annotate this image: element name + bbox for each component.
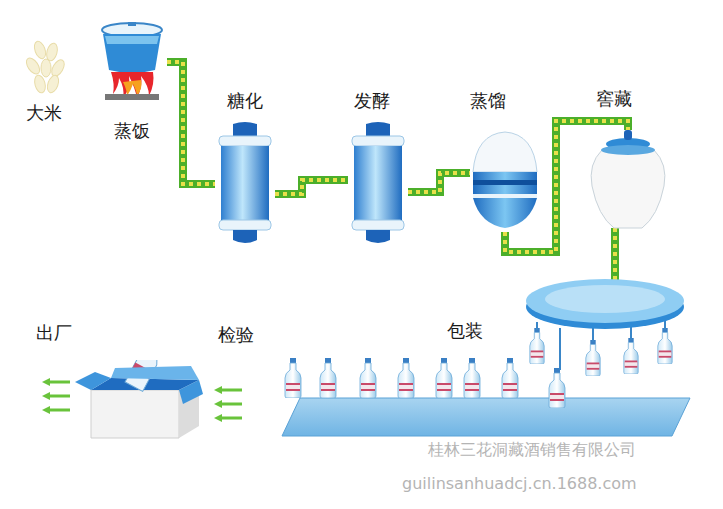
still-sphere (470, 128, 540, 232)
step-label: 糖化 (227, 90, 263, 112)
pipe-body (408, 173, 470, 192)
step-label: 发酵 (354, 90, 390, 112)
step-label: 窖藏 (596, 88, 632, 110)
dispatch-label: 出厂 (36, 322, 72, 344)
shipping-box (75, 360, 205, 440)
cellar-jar: 窖藏 (588, 130, 668, 230)
tank-shape (348, 122, 408, 246)
tank-shape (215, 122, 275, 246)
raw-material-label: 大米 (26, 102, 62, 124)
pipe-body (275, 180, 348, 194)
filler-disk (525, 275, 685, 331)
in-arrows (214, 386, 242, 422)
step-label: 检验 (218, 324, 254, 346)
storage-jar (588, 130, 668, 230)
watermark: guilinsanhuadcj.cn.1688.com (402, 474, 637, 493)
pipe (615, 228, 616, 281)
pipe-stripe (275, 180, 348, 194)
steamer: 蒸饭 (97, 22, 167, 102)
pipe-stripe (408, 173, 470, 192)
pipe-body (611, 228, 619, 281)
step-label: 包装 (447, 320, 483, 342)
pipe (275, 180, 348, 194)
rice-grains (24, 40, 67, 94)
watermark: 桂林三花洞藏酒销售有限公司 (428, 440, 636, 461)
step-label: 蒸饭 (95, 120, 169, 142)
out-arrows (42, 378, 70, 414)
packing-station: 包装 (525, 275, 685, 331)
pipe-stripe (613, 228, 617, 281)
pipe (408, 173, 470, 192)
pipe-stripe (167, 62, 215, 184)
ferment-tank: 发酵 (348, 122, 408, 246)
inspection-box: 检验 (75, 360, 205, 440)
steamer-pot (97, 22, 167, 102)
pipe (167, 62, 215, 184)
distill-sphere: 蒸馏 (470, 128, 540, 232)
pipe-body (167, 62, 215, 184)
saccharify-tank: 糖化 (215, 122, 275, 246)
step-label: 蒸馏 (470, 90, 506, 112)
conveyor-belt (282, 398, 690, 436)
